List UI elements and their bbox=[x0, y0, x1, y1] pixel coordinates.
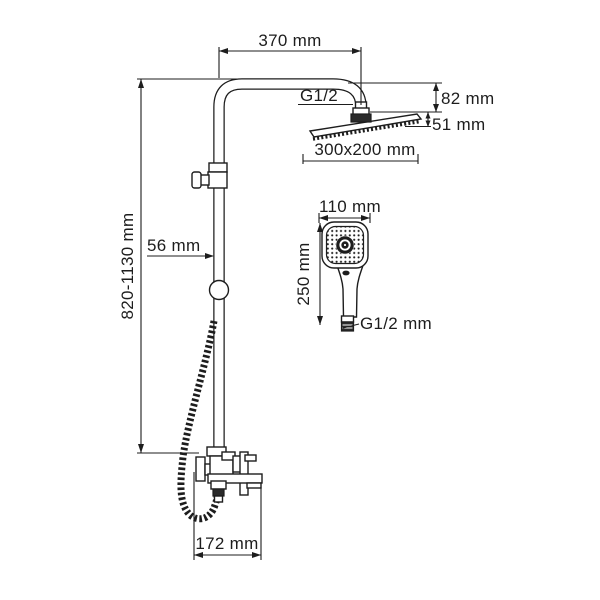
lever-handle bbox=[244, 454, 257, 462]
dim-spout-reach-label: 172 mm bbox=[195, 534, 258, 553]
hand-shower-holder-ball bbox=[208, 279, 230, 301]
dim-bracket-offset: 56 mm bbox=[147, 236, 214, 259]
dim-head-size-label: 300x200 mm bbox=[314, 140, 415, 159]
dim-hand-length: 250 mm bbox=[294, 223, 323, 325]
dim-head-drop: 51 mm bbox=[405, 112, 485, 134]
clamp-knob bbox=[191, 171, 202, 189]
dim-head-size: 300x200 mm bbox=[302, 140, 419, 164]
dim-head-offset-label: 82 mm bbox=[441, 89, 494, 108]
dim-hand-width-label: 110 mm bbox=[319, 197, 381, 216]
spray-hub-ring bbox=[336, 236, 354, 254]
mixer-faucet bbox=[195, 446, 263, 503]
spout bbox=[207, 473, 263, 484]
dim-column-height: 820-1130 mm bbox=[118, 78, 248, 454]
shower-hose bbox=[177, 320, 221, 523]
slider-clamp bbox=[191, 162, 228, 189]
hose-outlet bbox=[210, 480, 227, 490]
dim-head-offset: 82 mm bbox=[348, 82, 494, 113]
dim-bracket-offset-label: 56 mm bbox=[147, 236, 200, 255]
dim-arm-length: 370 mm bbox=[218, 31, 362, 105]
dim-column-height-label: 820-1130 mm bbox=[118, 213, 137, 320]
wall-plate bbox=[195, 456, 206, 482]
dim-hand-width: 110 mm bbox=[318, 197, 381, 223]
spout-lip bbox=[246, 482, 262, 489]
dim-arm-length-label: 370 mm bbox=[258, 31, 321, 50]
hand-shower-connector bbox=[340, 315, 355, 332]
dim-top-thread-label: G1/2 bbox=[300, 86, 338, 105]
rain-shower-head bbox=[308, 113, 423, 141]
hand-shower bbox=[321, 221, 369, 332]
dim-head-drop-label: 51 mm bbox=[432, 115, 485, 134]
dim-spout-reach: 172 mm bbox=[193, 472, 262, 560]
column-pipe-and-shower-arm bbox=[213, 78, 367, 448]
nozzle-row bbox=[312, 119, 421, 141]
hand-shower-handle bbox=[335, 263, 365, 318]
dim-top-thread: G1/2 bbox=[298, 86, 353, 106]
dim-hand-thread: G1/2 mm bbox=[342, 314, 432, 333]
mode-button bbox=[342, 270, 350, 276]
dim-hand-length-label: 250 mm bbox=[294, 242, 313, 305]
dim-hand-thread-label: G1/2 mm bbox=[360, 314, 432, 333]
